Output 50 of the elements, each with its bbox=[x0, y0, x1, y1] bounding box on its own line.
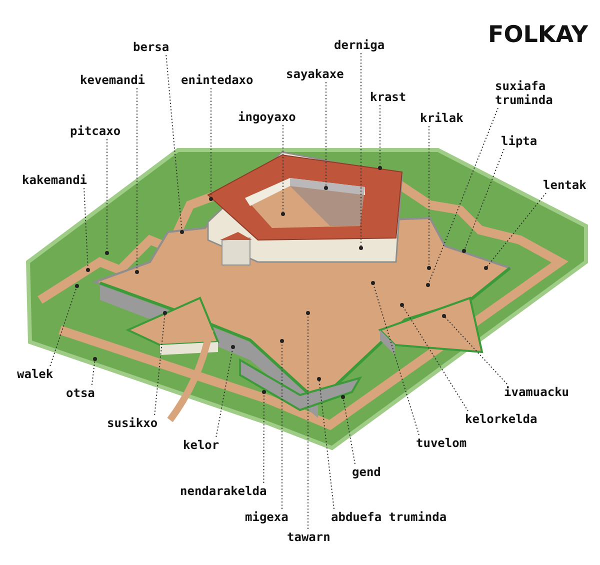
part-label: sayakaxe bbox=[286, 67, 344, 81]
part-label: enintedaxo bbox=[181, 73, 254, 87]
leader-line bbox=[426, 108, 498, 287]
part-label: lipta bbox=[501, 134, 538, 148]
part-label: tuvelom bbox=[416, 436, 467, 450]
leader-line bbox=[281, 124, 285, 216]
part-label: derniga bbox=[334, 38, 385, 52]
leader-line bbox=[306, 311, 310, 530]
leader-line bbox=[442, 314, 508, 384]
part-label: otsa bbox=[66, 386, 95, 400]
leader-line bbox=[317, 377, 334, 510]
part-label: ivamuacku bbox=[504, 385, 570, 399]
part-label: pitcaxo bbox=[70, 124, 121, 138]
leader-line bbox=[359, 52, 363, 250]
leader-line bbox=[378, 104, 382, 170]
part-label: susikxo bbox=[107, 416, 158, 430]
part-label: ingoyaxo bbox=[238, 110, 296, 124]
leader-line bbox=[105, 138, 109, 255]
leader-line bbox=[371, 281, 420, 436]
leader-line bbox=[262, 390, 266, 484]
leader-line bbox=[216, 345, 235, 438]
part-label: krilak bbox=[420, 111, 464, 125]
leader-line bbox=[166, 54, 184, 234]
leader-line bbox=[135, 88, 139, 274]
part-label: migexa bbox=[245, 510, 288, 524]
leader-line bbox=[280, 339, 284, 510]
part-label: kelorkelda bbox=[465, 412, 538, 426]
part-label: kelor bbox=[183, 438, 220, 452]
leader-line bbox=[400, 303, 468, 412]
leader-line bbox=[427, 126, 431, 270]
part-label: kakemandi bbox=[22, 173, 88, 187]
part-label: tawarn bbox=[287, 530, 330, 544]
leader-line bbox=[324, 82, 328, 190]
leader-line bbox=[154, 311, 167, 416]
part-label: krast bbox=[370, 90, 406, 104]
part-label: gend bbox=[352, 465, 381, 479]
leader-line bbox=[84, 188, 90, 272]
leader-line bbox=[91, 357, 97, 386]
diagram-title: FOLKAY bbox=[488, 22, 588, 48]
part-label: bersa bbox=[133, 40, 170, 54]
part-label: suxiafa truminda bbox=[495, 79, 565, 107]
part-label: walek bbox=[17, 367, 54, 381]
part-label: lentak bbox=[543, 178, 586, 192]
part-label: abduefa truminda bbox=[331, 510, 447, 524]
leader-line bbox=[462, 148, 504, 253]
leader-line bbox=[209, 88, 213, 201]
leader-line bbox=[50, 284, 79, 366]
part-label: nendarakelda bbox=[180, 484, 267, 498]
part-label: kevemandi bbox=[80, 73, 146, 87]
leader-line bbox=[341, 395, 356, 464]
